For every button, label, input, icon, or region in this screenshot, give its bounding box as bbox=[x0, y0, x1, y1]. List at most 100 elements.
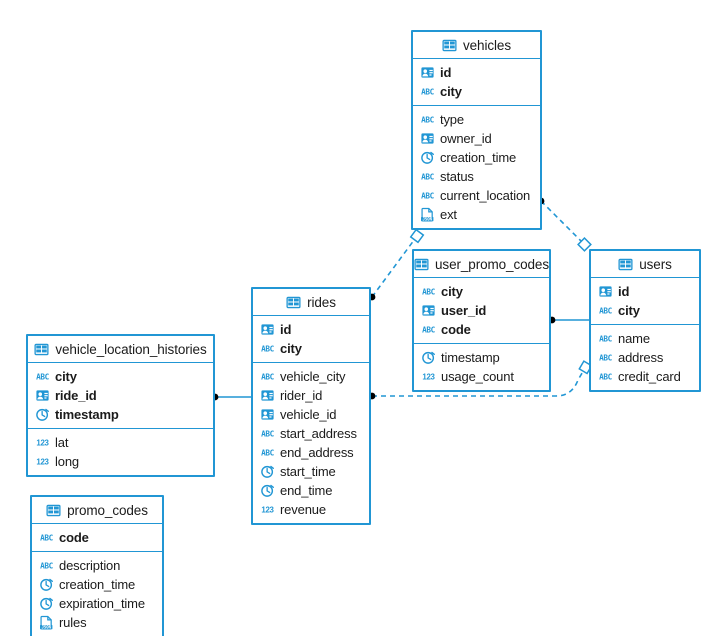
relationship-vehicles-to-users[interactable] bbox=[537, 197, 592, 252]
column-revenue[interactable]: 123 revenue bbox=[253, 500, 369, 519]
column-name: city bbox=[280, 341, 302, 356]
column-end_address[interactable]: ABC end_address bbox=[253, 443, 369, 462]
clock-icon bbox=[420, 150, 435, 165]
column-type[interactable]: ABC type bbox=[413, 110, 540, 129]
column-id[interactable]: id bbox=[413, 63, 540, 82]
column-name: revenue bbox=[280, 502, 326, 517]
relationship-user-promo-codes-to-users[interactable] bbox=[548, 316, 589, 324]
column-owner_id[interactable]: owner_id bbox=[413, 129, 540, 148]
svg-text:ABC: ABC bbox=[421, 192, 434, 201]
abc-icon: ABC bbox=[260, 445, 275, 460]
column-name: city bbox=[441, 284, 463, 299]
column-creation_time[interactable]: creation_time bbox=[32, 575, 162, 594]
column-rules[interactable]: JSON rules bbox=[32, 613, 162, 632]
column-start_time[interactable]: start_time bbox=[253, 462, 369, 481]
column-status[interactable]: ABC status bbox=[413, 167, 540, 186]
column-name: code bbox=[441, 322, 471, 337]
table-title: rides bbox=[307, 294, 336, 310]
column-end_time[interactable]: end_time bbox=[253, 481, 369, 500]
svg-text:JSON: JSON bbox=[422, 216, 432, 221]
svg-text:123: 123 bbox=[36, 439, 49, 448]
abc-icon: ABC bbox=[39, 530, 54, 545]
column-name: timestamp bbox=[55, 407, 119, 422]
abc-icon: ABC bbox=[420, 112, 435, 127]
column-name: status bbox=[440, 169, 474, 184]
svg-text:ABC: ABC bbox=[599, 307, 612, 316]
column-expiration_time[interactable]: expiration_time bbox=[32, 594, 162, 613]
column-timestamp[interactable]: timestamp bbox=[414, 348, 549, 367]
column-user_id[interactable]: user_id bbox=[414, 301, 549, 320]
svg-text:ABC: ABC bbox=[599, 354, 612, 363]
abc-icon: ABC bbox=[420, 169, 435, 184]
relationship-line bbox=[540, 200, 589, 249]
abc-icon: ABC bbox=[598, 350, 613, 365]
column-name: current_location bbox=[440, 188, 531, 203]
abc-icon: ABC bbox=[260, 341, 275, 356]
column-name: creation_time bbox=[440, 150, 517, 165]
column-city[interactable]: ABC city bbox=[253, 339, 369, 358]
svg-text:123: 123 bbox=[422, 373, 435, 382]
svg-text:123: 123 bbox=[261, 506, 274, 515]
table-title: vehicle_location_histories bbox=[55, 341, 207, 357]
column-current_location[interactable]: ABC current_location bbox=[413, 186, 540, 205]
svg-text:ABC: ABC bbox=[599, 373, 612, 382]
column-name: start_time bbox=[280, 464, 336, 479]
json-icon: JSON bbox=[420, 207, 435, 222]
table-header-rides[interactable]: rides bbox=[253, 289, 369, 316]
key-icon bbox=[260, 322, 275, 337]
svg-text:JSON: JSON bbox=[41, 624, 51, 629]
key-icon bbox=[260, 407, 275, 422]
svg-text:ABC: ABC bbox=[421, 88, 434, 97]
column-code[interactable]: ABC code bbox=[414, 320, 549, 339]
svg-text:ABC: ABC bbox=[36, 373, 49, 382]
table-header-users[interactable]: users bbox=[591, 251, 699, 278]
table-header-promo_codes[interactable]: promo_codes bbox=[32, 497, 162, 524]
column-id[interactable]: id bbox=[253, 320, 369, 339]
column-name: rules bbox=[59, 615, 87, 630]
column-name: end_address bbox=[280, 445, 354, 460]
number-icon: 123 bbox=[260, 502, 275, 517]
column-vehicle_id[interactable]: vehicle_id bbox=[253, 405, 369, 424]
column-lat[interactable]: 123 lat bbox=[28, 433, 213, 452]
column-name: start_address bbox=[280, 426, 357, 441]
table-header-vehicles[interactable]: vehicles bbox=[413, 32, 540, 59]
clock-icon bbox=[35, 407, 50, 422]
column-credit_card[interactable]: ABC credit_card bbox=[591, 367, 699, 386]
table-header-vehicle_location_histories[interactable]: vehicle_location_histories bbox=[28, 336, 213, 363]
table-icon bbox=[46, 503, 61, 518]
column-rider_id[interactable]: rider_id bbox=[253, 386, 369, 405]
column-name: lat bbox=[55, 435, 69, 450]
column-id[interactable]: id bbox=[591, 282, 699, 301]
column-name: credit_card bbox=[618, 369, 681, 384]
column-name: id bbox=[440, 65, 452, 80]
column-timestamp[interactable]: timestamp bbox=[28, 405, 213, 424]
column-ride_id[interactable]: ride_id bbox=[28, 386, 213, 405]
table-header-user_promo_codes[interactable]: user_promo_codes bbox=[414, 251, 549, 278]
column-creation_time[interactable]: creation_time bbox=[413, 148, 540, 167]
column-name: type bbox=[440, 112, 464, 127]
relationship-vehicle-location-histories-to-rides[interactable] bbox=[211, 393, 251, 401]
svg-text:ABC: ABC bbox=[422, 326, 435, 335]
